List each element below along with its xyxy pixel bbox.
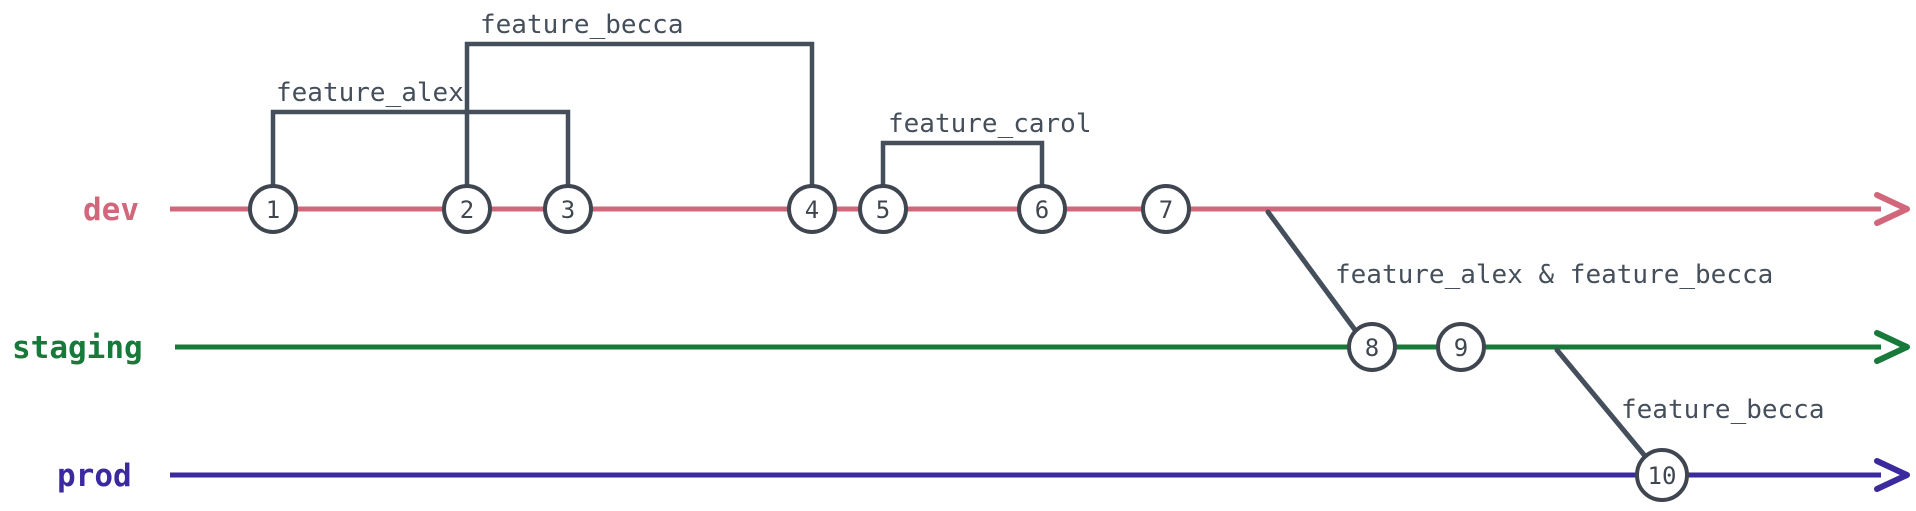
commit-circle-10 [1635,448,1689,502]
commit-node-5[interactable]: 5 [858,184,908,234]
commit-number-2: 2 [460,196,474,224]
commit-circle-8 [1347,322,1397,372]
commit-circle-7 [1141,184,1191,234]
lane-arrow-dev [1874,192,1910,226]
branch-label-feature_carol: feature_carol [888,109,1092,139]
commit-circle-6 [1017,184,1067,234]
commit-circle-1 [248,184,298,234]
commit-number-7: 7 [1159,196,1173,224]
merge-edge-1 [1265,209,1361,337]
lane-label-dev: dev [83,192,139,228]
commit-node-7[interactable]: 7 [1141,184,1191,234]
commit-number-8: 8 [1365,334,1379,362]
commit-circle-5 [858,184,908,234]
commit-node-10[interactable]: 10 [1635,448,1689,502]
commit-number-10: 10 [1648,462,1677,490]
commit-node-4[interactable]: 4 [787,184,837,234]
commit-circle-4 [787,184,837,234]
lane-arrow-prod [1874,458,1910,492]
commit-number-4: 4 [805,196,819,224]
commit-circle-2 [442,184,492,234]
branch-bracket-feature_becca [464,41,815,186]
commit-number-5: 5 [876,196,890,224]
commit-nodes-layer: 1 2 3 4 5 6 7 8 9 10 [248,184,1689,502]
commit-node-2[interactable]: 2 [442,184,492,234]
lane-arrow-staging [1874,330,1910,364]
commit-circle-3 [543,184,593,234]
lane-label-prod: prod [57,458,132,494]
commit-number-1: 1 [266,196,280,224]
text-labels-layer: devstagingprodfeature_alexfeature_beccaf… [12,10,1825,494]
commit-node-9[interactable]: 9 [1436,322,1486,372]
commit-number-6: 6 [1035,196,1049,224]
merge-label-2: feature_becca [1621,395,1825,425]
branch-brackets-layer [270,41,1045,186]
commit-circle-9 [1436,322,1486,372]
branch-bracket-feature_carol [880,140,1045,186]
merge-edge-2 [1554,347,1653,465]
merge-edges-layer [1265,209,1653,465]
merge-label-1: feature_alex & feature_becca [1335,260,1773,290]
lanes-layer [170,192,1910,492]
branch-bracket-feature_alex [270,109,571,186]
commit-node-8[interactable]: 8 [1347,322,1397,372]
lane-label-staging: staging [12,330,143,366]
commit-node-1[interactable]: 1 [248,184,298,234]
branch-label-feature_alex: feature_alex [276,78,464,108]
commit-number-3: 3 [561,196,575,224]
commit-node-6[interactable]: 6 [1017,184,1067,234]
branch-label-feature_becca: feature_becca [480,10,684,40]
commit-node-3[interactable]: 3 [543,184,593,234]
commit-number-9: 9 [1454,334,1468,362]
